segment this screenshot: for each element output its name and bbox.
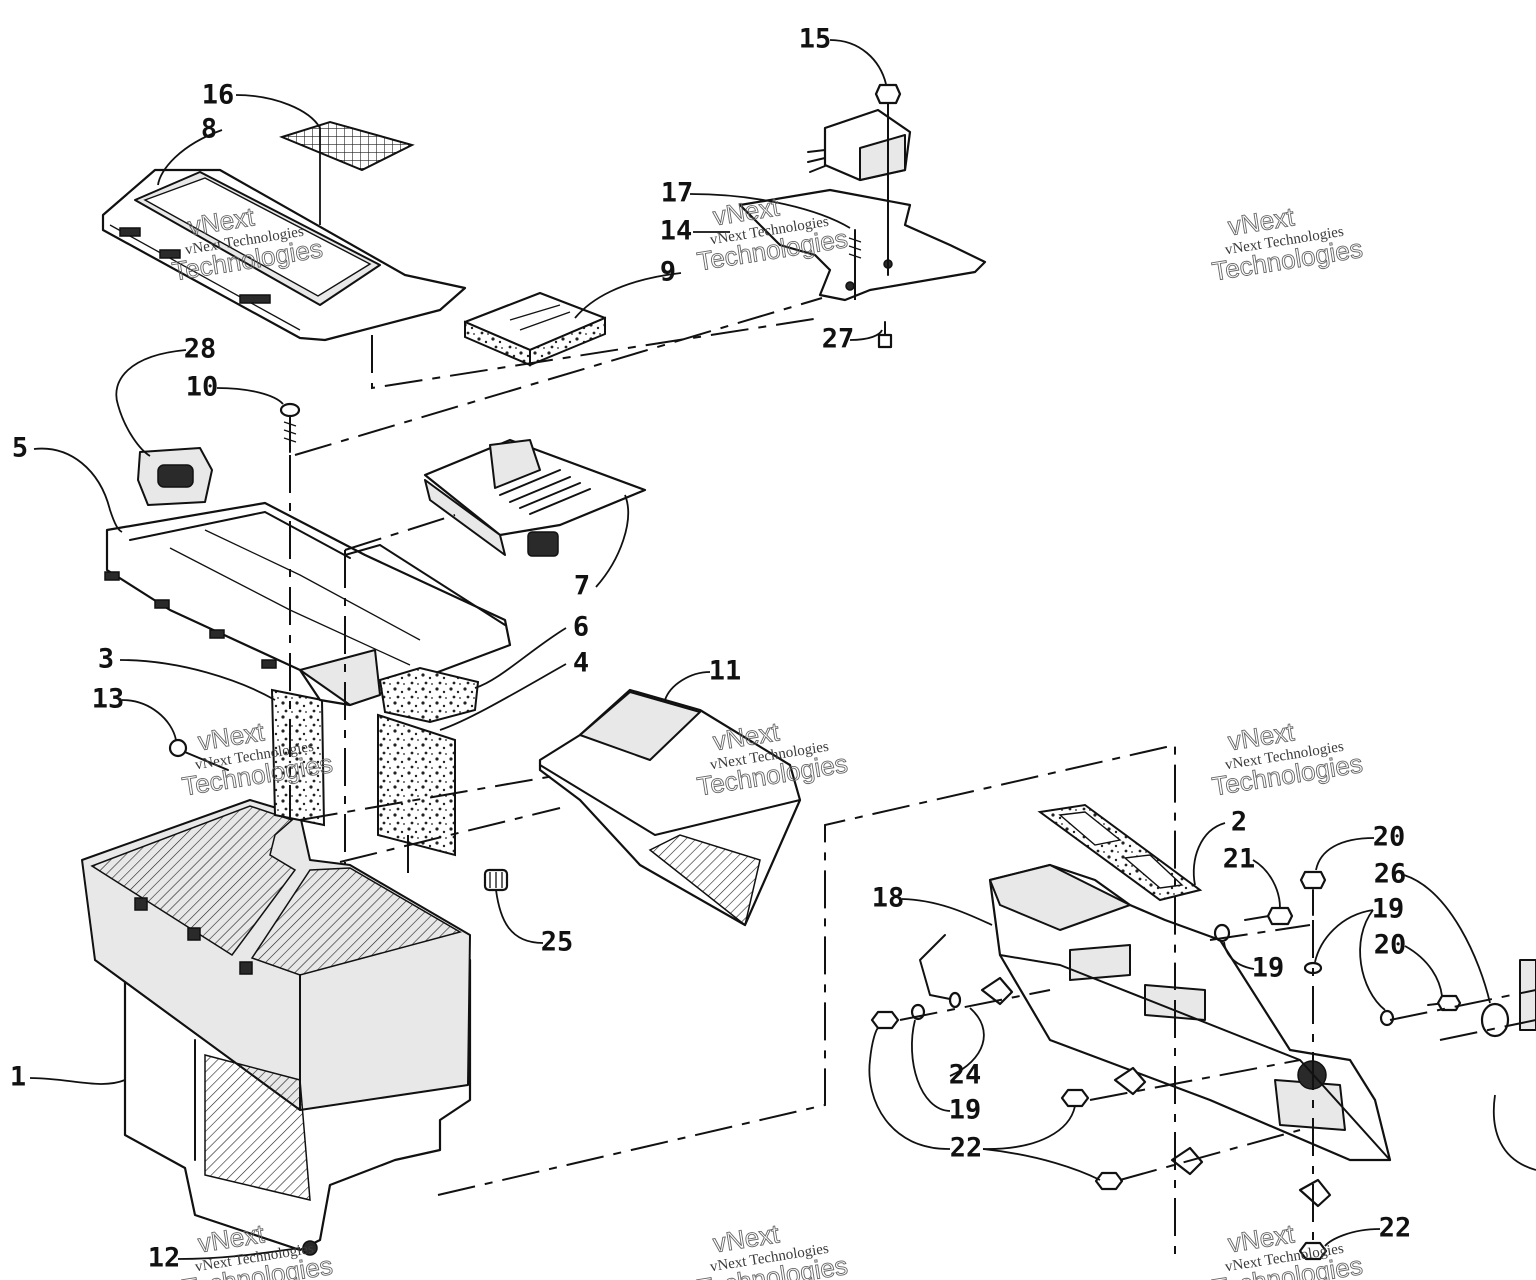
callout-c21: 21: [1223, 844, 1256, 875]
callout-c28: 28: [184, 334, 217, 365]
assembly-lines: [289, 270, 1536, 1260]
part-26-cap: [1480, 959, 1536, 1038]
part-7-intake-silencer: [423, 438, 647, 557]
part-16-grid-screen: [279, 120, 415, 172]
part-20-bolt-vertical: [1299, 870, 1327, 916]
part-25-fitting: [483, 868, 509, 892]
callout-c19c: 19: [949, 1095, 982, 1126]
part-28-grommet: [137, 447, 213, 506]
callout-c24: 24: [949, 1060, 982, 1091]
callout-c10: 10: [186, 372, 219, 403]
part-2-gasket: [1037, 803, 1203, 902]
part-11-intake-duct: [538, 688, 802, 927]
part-10-screw: [279, 402, 301, 453]
callout-c3: 3: [98, 644, 114, 675]
callout-c8: 8: [201, 114, 217, 145]
part-20-bolt-horizontal: [1427, 994, 1462, 1012]
callout-c19b: 19: [1252, 953, 1285, 984]
callout-c22a: 22: [950, 1133, 983, 1164]
part-6-foam-strip: [378, 666, 480, 724]
part-9-filter-block: [463, 291, 607, 367]
callout-c16: 16: [202, 80, 235, 111]
callout-c12: 12: [148, 1243, 181, 1274]
callout-c9: 9: [660, 257, 676, 288]
part-15-relay: [807, 83, 912, 276]
callout-c7: 7: [574, 571, 590, 602]
part-4-foam-pad: [377, 713, 456, 857]
part-21-bolt: [1244, 906, 1294, 926]
part-3-foam-pad: [270, 688, 326, 827]
callout-c15: 15: [799, 24, 832, 55]
callout-c27: 27: [822, 324, 855, 355]
callout-c1: 1: [10, 1062, 26, 1093]
callout-c20b: 20: [1374, 930, 1407, 961]
callout-c11: 11: [709, 656, 742, 687]
part-24-clip: [919, 934, 962, 1009]
callout-c2: 2: [1231, 807, 1247, 838]
callout-c17: 17: [661, 178, 694, 209]
callout-c18: 18: [872, 883, 905, 914]
part-1-airbox-lower: [81, 799, 472, 1256]
part-8-top-cover: [101, 168, 467, 342]
callout-c14: 14: [660, 216, 693, 247]
part-13-screw: [168, 738, 229, 771]
callout-c6: 6: [573, 612, 589, 643]
leader-lines: [29, 39, 1536, 1260]
callout-c22b: 22: [1379, 1213, 1412, 1244]
part-17-screw: [848, 229, 862, 273]
callout-c4: 4: [573, 648, 589, 679]
callout-c25: 25: [541, 927, 574, 958]
callout-c26: 26: [1374, 859, 1407, 890]
part-18-rail-assembly: [988, 863, 1392, 1162]
callout-c13: 13: [92, 684, 125, 715]
callout-c19a: 19: [1372, 894, 1405, 925]
callout-c5: 5: [12, 433, 28, 464]
callout-c20a: 20: [1373, 822, 1406, 853]
